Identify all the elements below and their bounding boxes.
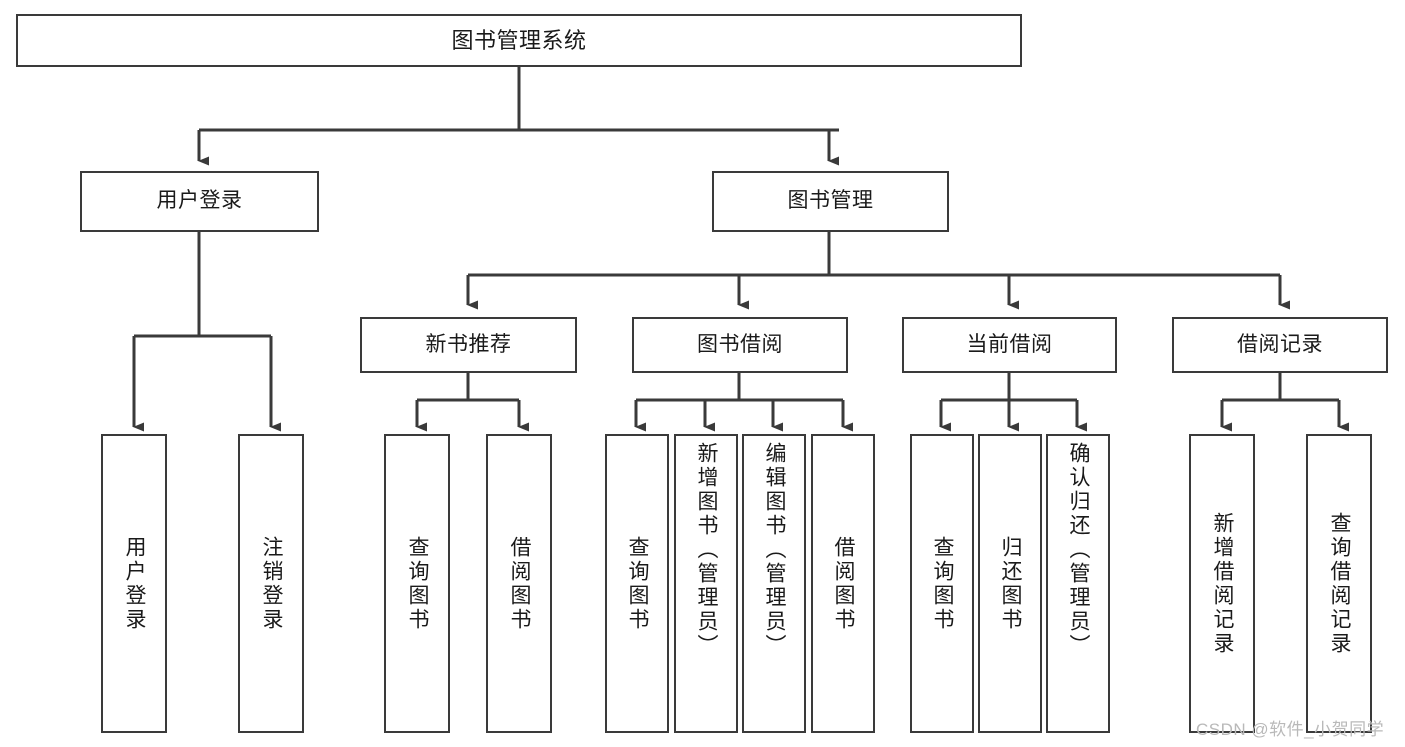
node-leaf-query-book-3[interactable]: 查询图书 — [910, 434, 974, 733]
node-label-borrow-record: 借阅记录 — [1237, 332, 1323, 356]
node-book-borrow[interactable]: 图书借阅 — [632, 317, 848, 373]
watermark-text: CSDN @软件_小贺同学 — [1196, 720, 1385, 739]
node-leaf-edit-book[interactable]: 编辑图书（管理员） — [742, 434, 806, 733]
node-leaf-add-record[interactable]: 新增借阅记录 — [1189, 434, 1255, 733]
node-label-user-login: 用户登录 — [156, 189, 243, 213]
node-leaf-user-login[interactable]: 用户登录 — [101, 434, 167, 733]
node-label-leaf-user-login: 用户登录 — [123, 535, 147, 632]
node-label-leaf-edit-book: 编辑图书（管理员） — [763, 442, 787, 658]
node-label-root: 图书管理系统 — [451, 27, 587, 53]
node-leaf-query-book-2[interactable]: 查询图书 — [605, 434, 669, 733]
node-label-book-manage: 图书管理 — [787, 189, 874, 213]
node-leaf-logout[interactable]: 注销登录 — [238, 434, 304, 733]
node-borrow-record[interactable]: 借阅记录 — [1172, 317, 1388, 373]
node-label-leaf-add-record: 新增借阅记录 — [1211, 511, 1235, 656]
node-leaf-add-book[interactable]: 新增图书（管理员） — [674, 434, 738, 733]
node-label-leaf-query-book-1: 查询图书 — [406, 535, 430, 632]
node-label-current-borrow: 当前借阅 — [966, 332, 1053, 356]
node-label-leaf-borrow-book-1: 借阅图书 — [508, 535, 532, 632]
node-current-borrow[interactable]: 当前借阅 — [902, 317, 1117, 373]
node-new-book-recommend[interactable]: 新书推荐 — [360, 317, 577, 373]
node-label-leaf-confirm-return: 确认归还（管理员） — [1067, 442, 1091, 658]
node-label-leaf-query-book-3: 查询图书 — [931, 535, 955, 632]
node-leaf-return-book[interactable]: 归还图书 — [978, 434, 1042, 733]
node-user-login[interactable]: 用户登录 — [80, 171, 319, 232]
node-label-new-book-recommend: 新书推荐 — [425, 332, 512, 356]
node-leaf-confirm-return[interactable]: 确认归还（管理员） — [1046, 434, 1110, 733]
node-label-leaf-add-book: 新增图书（管理员） — [695, 442, 719, 658]
node-label-leaf-logout: 注销登录 — [260, 535, 284, 632]
node-leaf-borrow-book-2[interactable]: 借阅图书 — [811, 434, 875, 733]
node-leaf-borrow-book-1[interactable]: 借阅图书 — [486, 434, 552, 733]
node-label-leaf-borrow-book-2: 借阅图书 — [832, 535, 856, 632]
node-label-leaf-return-book: 归还图书 — [999, 535, 1023, 632]
node-book-manage[interactable]: 图书管理 — [712, 171, 949, 232]
node-label-book-borrow: 图书借阅 — [697, 332, 783, 356]
node-label-leaf-query-record: 查询借阅记录 — [1328, 511, 1352, 656]
node-root-system[interactable]: 图书管理系统 — [16, 14, 1022, 67]
node-label-leaf-query-book-2: 查询图书 — [626, 535, 650, 632]
node-leaf-query-book-1[interactable]: 查询图书 — [384, 434, 450, 733]
node-leaf-query-record[interactable]: 查询借阅记录 — [1306, 434, 1372, 733]
